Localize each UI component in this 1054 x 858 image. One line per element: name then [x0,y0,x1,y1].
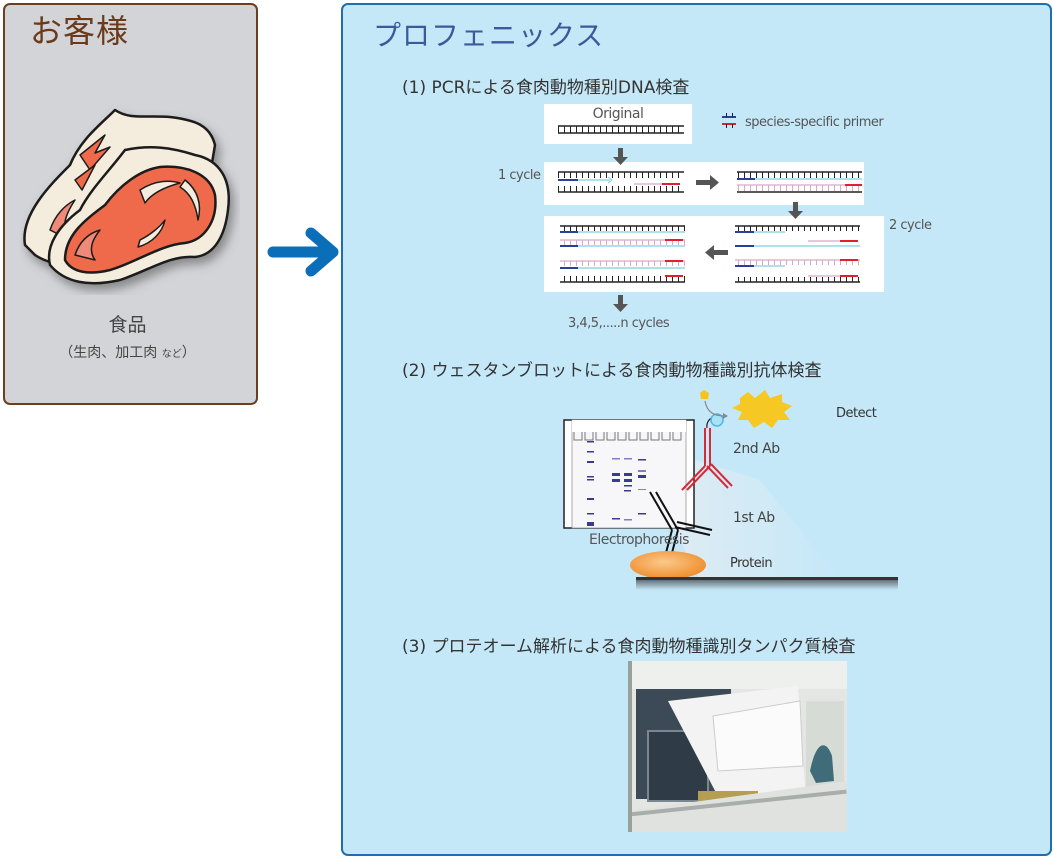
first-antibody-label: 1st Ab [733,510,775,526]
customer-title: お客様 [30,12,130,50]
substrate-icon [700,390,709,399]
mass-spectrometer-photo [628,661,847,832]
section-pcr-title: (1) PCRによる食肉動物種別DNA検査 [402,78,690,98]
second-antibody-icon [681,428,733,491]
second-antibody-label: 2nd Ab [733,441,780,457]
detect-burst-icon [732,390,792,428]
pcr-original-dna [558,125,684,134]
pcr-cycle1-left [558,171,684,193]
pcr-cycles-n-label: 3,4,5,.....n cycles [568,316,670,331]
pcr-cycle1-label: 1 cycle [498,168,541,183]
protein-icon [630,551,706,579]
gel-icon [563,419,695,529]
detect-label: Detect [836,406,877,421]
pcr-original-box [544,104,692,144]
pcr-cycle1-right [737,171,862,193]
section-proteome-title: (3) プロテオーム解析による食肉動物種識別タンパク質検査 [402,637,856,657]
food-sub-main: （生肉、加工肉 [59,345,158,361]
pcr-flow-arrows [613,148,803,312]
enzyme-icon [710,413,724,427]
protein-label: Protein [730,556,773,571]
food-sub-label: （生肉、加工肉 など） [0,342,255,362]
pcr-cycle2-left [560,225,685,283]
pcr-original-label: Original [592,106,644,122]
food-sub-small: など [161,349,182,360]
membrane-surface [636,577,898,580]
food-sub-close: ） [181,345,196,361]
company-title: プロフェニックス [373,19,605,52]
arrow-right-icon [267,227,339,277]
food-label: 食品 [108,314,147,336]
pcr-cycle2-right [735,225,860,283]
pcr-diagram [558,113,862,312]
western-blot-diagram [563,390,898,590]
electrophoresis-label: Electrophoresis [589,532,689,548]
pcr-cycle2-label: 2 cycle [889,218,932,233]
section-western-title: (2) ウェスタンブロットによる食肉動物種識別抗体検査 [402,361,822,381]
pcr-legend-label: species-specific primer [745,115,884,130]
meat-icon [23,108,230,285]
primer-legend-icon [722,113,736,128]
